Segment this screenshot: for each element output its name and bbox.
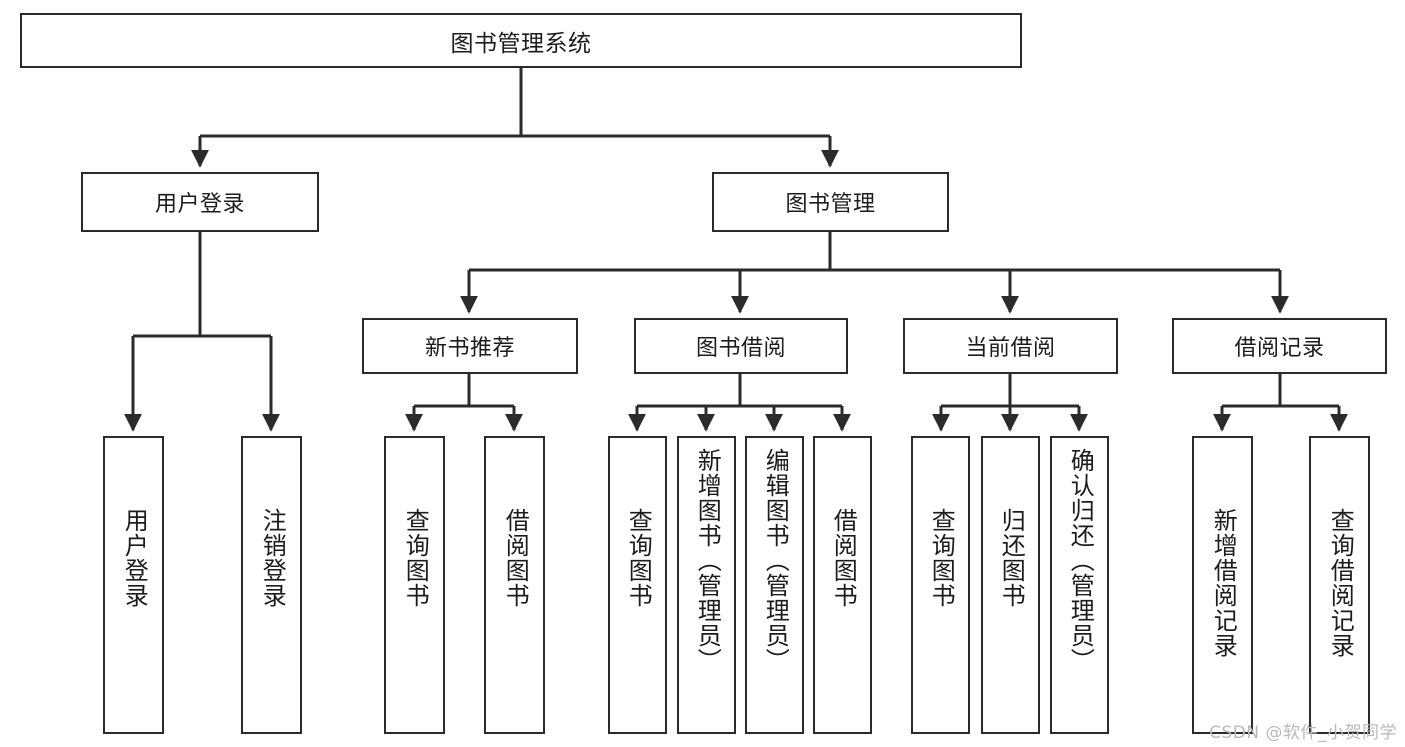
leaf-book-borrow-borrow-book[interactable]: 借阅图书 bbox=[813, 436, 872, 734]
leaf-borrow-record-query-record[interactable]: 查询借阅记录 bbox=[1309, 436, 1370, 734]
node-label: 当前借阅 bbox=[965, 336, 1056, 361]
leaf-user-login-logout[interactable]: 注销登录 bbox=[241, 436, 302, 734]
node-label: 编辑图书（管理员） bbox=[761, 448, 790, 673]
node-book-borrow[interactable]: 图书借阅 bbox=[634, 318, 848, 374]
node-label: 借阅图书 bbox=[501, 508, 530, 608]
node-label: 归还图书 bbox=[997, 508, 1026, 608]
node-label: 注销登录 bbox=[258, 508, 287, 608]
leaf-new-book-borrow-book[interactable]: 借阅图书 bbox=[484, 436, 545, 734]
node-label: 图书管理系统 bbox=[450, 30, 592, 57]
leaf-current-borrow-confirm-return-admin[interactable]: 确认归还（管理员） bbox=[1050, 436, 1109, 734]
node-label: 新书推荐 bbox=[424, 336, 515, 361]
node-new-book-recommend[interactable]: 新书推荐 bbox=[362, 318, 578, 374]
csdn-watermark: CSDN @软件_小贺同学 bbox=[1209, 723, 1397, 743]
leaf-book-borrow-query-book[interactable]: 查询图书 bbox=[608, 436, 667, 734]
node-borrow-record[interactable]: 借阅记录 bbox=[1172, 318, 1387, 374]
node-current-borrow[interactable]: 当前借阅 bbox=[903, 318, 1118, 374]
node-label: 图书借阅 bbox=[695, 336, 786, 361]
leaf-new-book-query-book[interactable]: 查询图书 bbox=[384, 436, 445, 734]
node-label: 用户登录 bbox=[154, 192, 245, 217]
node-book-management[interactable]: 图书管理 bbox=[712, 172, 949, 232]
node-label: 借阅图书 bbox=[829, 508, 858, 608]
node-label: 用户登录 bbox=[120, 508, 149, 608]
leaf-borrow-record-add-record[interactable]: 新增借阅记录 bbox=[1192, 436, 1253, 734]
node-label: 新增借阅记录 bbox=[1209, 508, 1238, 658]
node-label: 查询图书 bbox=[927, 508, 956, 608]
node-label: 查询图书 bbox=[401, 508, 430, 608]
node-label: 确认归还（管理员） bbox=[1066, 448, 1095, 673]
node-root-book-management-system[interactable]: 图书管理系统 bbox=[20, 13, 1022, 68]
node-label: 新增图书（管理员） bbox=[693, 448, 722, 673]
leaf-current-borrow-query-book[interactable]: 查询图书 bbox=[911, 436, 970, 734]
node-label: 查询图书 bbox=[624, 508, 653, 608]
node-label: 图书管理 bbox=[785, 192, 876, 217]
node-label: 查询借阅记录 bbox=[1326, 508, 1355, 658]
node-label: 借阅记录 bbox=[1234, 336, 1325, 361]
node-user-login[interactable]: 用户登录 bbox=[81, 172, 319, 232]
leaf-book-borrow-edit-book-admin[interactable]: 编辑图书（管理员） bbox=[745, 436, 804, 734]
leaf-current-borrow-return-book[interactable]: 归还图书 bbox=[981, 436, 1040, 734]
leaf-book-borrow-add-book-admin[interactable]: 新增图书（管理员） bbox=[677, 436, 736, 734]
leaf-user-login-login[interactable]: 用户登录 bbox=[103, 436, 164, 734]
